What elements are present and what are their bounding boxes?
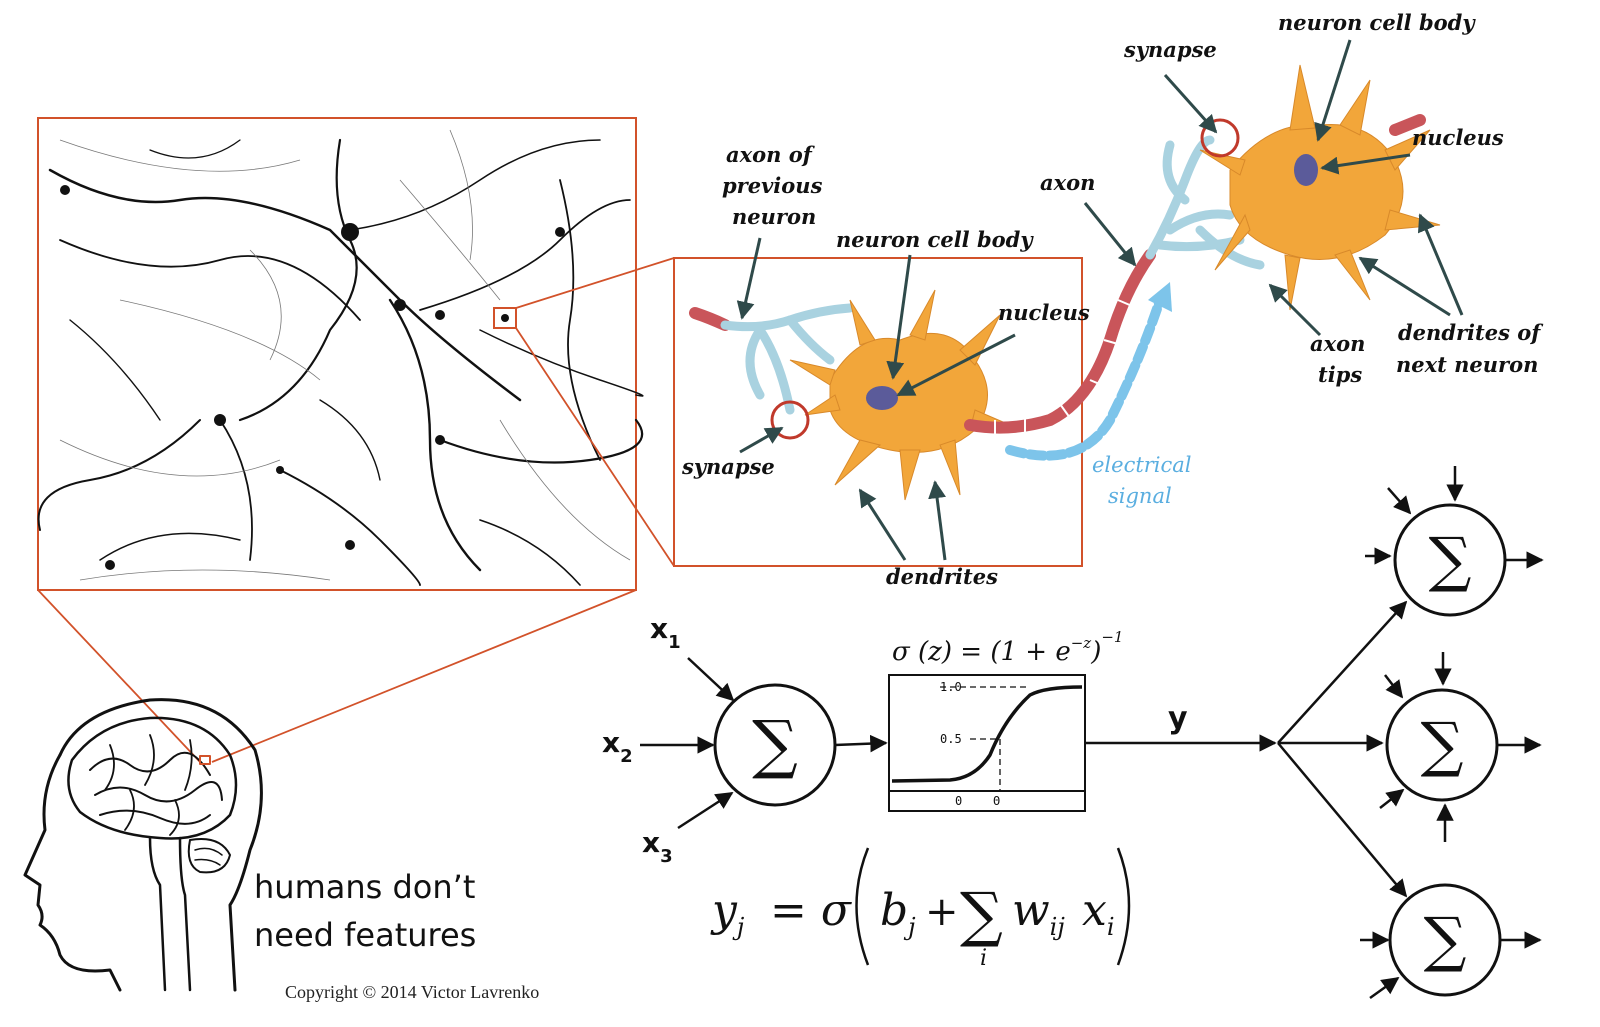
sigmoid-plot: 1.0 0.5 0 Θ [888,674,1086,812]
svg-text:xi: xi [1082,885,1115,941]
neuron-labels: axon of previous neuron neuron cell body… [681,10,1544,589]
svg-text:i: i [980,946,987,971]
output-y: y [1168,701,1188,736]
svg-text:yj: yj [710,885,745,941]
label-next-neuron: next neuron [1396,352,1538,377]
head-brain-illustration [23,698,263,992]
svg-text:∑: ∑ [1429,525,1472,595]
label-dendrites-of: dendrites of [1398,320,1544,345]
svg-text:= σ: = σ [770,885,853,936]
copyright: Copyright © 2014 Victor Lavrenko [285,982,539,1002]
input-x1: x1 [650,612,681,653]
label-signal: signal [1108,484,1172,508]
svg-text:wij: wij [1012,885,1065,941]
summation-symbol: ∑ [752,708,798,782]
tick-zero: 0 [955,794,962,808]
perceptron-equation: yj = σ bj + ∑ i wij xi [710,847,1131,971]
label-synapse-1: synapse [681,454,775,479]
perceptron: x1 x2 x3 ∑ σ (z) = (1 + e−z)−1 1.0 0.5 0… [602,466,1544,1000]
svg-text:∑: ∑ [1421,710,1464,780]
label-electrical: electrical [1092,453,1192,477]
label-nucleus-2: nucleus [1412,125,1504,150]
caption-line-1: humans don’t [254,868,475,906]
svg-text:∑: ∑ [1424,905,1467,975]
input-x3: x3 [642,826,673,867]
svg-text:bj: bj [880,885,916,941]
svg-text:+: + [925,889,959,935]
output-node-bottom: ∑ [1360,883,1542,1000]
label-dendrites: dendrites [886,564,998,589]
tick-1-0: 1.0 [940,680,962,694]
next-neuron [1145,64,1441,311]
tick-0-5: 0.5 [940,732,962,746]
label-axon-tips-1: axon [1310,331,1365,356]
electrical-signal-arrow [1005,282,1172,461]
label-cell-body-1: neuron cell body [836,227,1034,252]
zoom-lines [37,257,675,763]
label-cell-body-2: neuron cell body [1278,10,1476,35]
output-node-top: ∑ [1365,466,1544,617]
caption-line-2: need features [254,916,476,954]
sigmoid-formula: σ (z) = (1 + e−z)−1 [892,628,1123,667]
svg-text:∑: ∑ [960,880,1003,950]
label-previous: previous [722,173,823,198]
neural-network-micrograph [37,117,644,591]
tick-theta: Θ [993,794,1000,808]
label-synapse-2: synapse [1123,37,1217,62]
label-neuron: neuron [732,204,816,229]
label-axon: axon [1040,170,1095,195]
label-axon-tips-2: tips [1318,362,1362,387]
input-x2: x2 [602,726,633,767]
label-nucleus-1: nucleus [998,300,1090,325]
output-node-middle: ∑ [1379,652,1542,842]
label-pointers [736,39,1464,561]
label-axon-of: axon of [726,142,816,167]
